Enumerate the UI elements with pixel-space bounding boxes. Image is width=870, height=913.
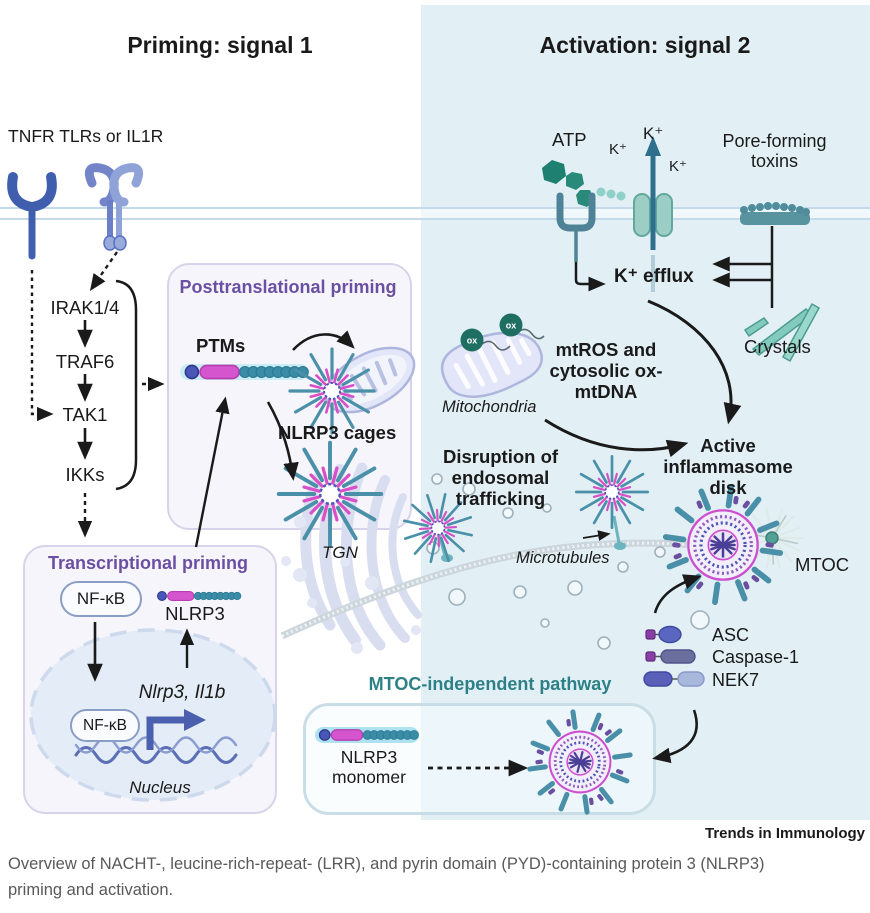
nlrp3-monomer-ptm-icon	[180, 364, 310, 380]
nlrp3-cage-tgn-icon	[276, 440, 384, 548]
nfkb-label: NF-κB	[76, 589, 126, 608]
potassium-channel-icon	[633, 136, 673, 292]
cascade-tak1: TAK1	[62, 404, 108, 425]
mtros-arrow	[544, 418, 689, 458]
nlrp3-cages-label: NLRP3 cages	[278, 422, 397, 443]
nfkb-nucleus-label: NF-κB	[83, 716, 127, 734]
nlrp3-monomer-label: NLRP3 monomer	[332, 747, 406, 787]
atp-receptor-icon	[556, 192, 596, 262]
journal-name: Trends in Immunology	[704, 825, 865, 842]
nfkb-pill: NF-κB	[60, 581, 142, 617]
mtros-label: mtROS and cytosolic ox-mtDNA	[549, 339, 663, 402]
svg-text:ox: ox	[467, 336, 478, 346]
k-label-2: K⁺	[643, 124, 664, 143]
crystals-label: Crystals	[744, 336, 811, 357]
legend-asc-label: ASC	[712, 625, 750, 645]
mtoc-independent-arrows	[428, 709, 698, 777]
nlrp3-monomer-transcription-icon	[157, 591, 242, 601]
atp-label: ATP	[552, 129, 587, 150]
posttranslational-title: Posttranslational priming	[179, 277, 397, 297]
inflammasome-disk-mtoc-independent-icon	[519, 701, 640, 822]
mtoc-label: MTOC	[795, 554, 850, 575]
receptors-label: TNFR TLRs or IL1R	[8, 126, 164, 146]
microtubules-label: Microtubules	[516, 549, 610, 567]
disruption-label: Disruption of endosomal trafficking	[442, 446, 559, 509]
microtubule	[280, 530, 693, 640]
svg-text:ox: ox	[506, 321, 517, 331]
nucleus	[29, 628, 277, 802]
genes-label: Nlrp3, Il1b	[138, 682, 226, 703]
ptm-arrows	[194, 330, 355, 548]
tnfr-receptor-icon	[7, 172, 57, 260]
nlrp3-label: NLRP3	[165, 603, 225, 624]
mitochondria-label: Mitochondria	[442, 398, 537, 416]
cascade-irak: IRAK1/4	[50, 297, 120, 318]
activation-title: Activation: signal 2	[539, 32, 751, 58]
legend-to-disk-arrow	[653, 574, 702, 614]
tgn-label: TGN	[322, 543, 358, 562]
ptms-label: PTMs	[196, 335, 246, 356]
nlrp3-cage-track1-icon	[395, 485, 481, 571]
nek7-glyph-icon	[643, 671, 705, 687]
k-label-3: K⁺	[669, 158, 687, 175]
tlr-il1r-receptor-icon	[84, 163, 144, 251]
k-label-1: K⁺	[609, 141, 627, 158]
cascade-arrows	[30, 251, 165, 538]
figure-caption: Overview of NACHT-, leucine-rich-repeat-…	[8, 855, 765, 899]
nlrp3-monomer-mtoc-icon	[315, 727, 420, 743]
caspase1-glyph-icon	[645, 649, 696, 664]
priming-title: Priming: signal 1	[127, 32, 313, 58]
mitochondria-icon: ox ox	[440, 313, 545, 398]
mtoc-independent-title: MTOC-independent pathway	[368, 674, 612, 694]
legend-caspase1-label: Caspase-1	[712, 647, 800, 667]
pore-forming-toxin-icon	[740, 202, 810, 225]
transcription-arrows	[87, 622, 195, 682]
crystals-icon	[743, 302, 821, 363]
endosome-vesicles	[426, 473, 710, 650]
nucleus-label: Nucleus	[129, 778, 191, 797]
nfkb-nucleus-pill: NF-κB	[70, 709, 140, 742]
pore-forming-toxins-label: Pore-forming toxins	[722, 131, 827, 172]
asc-glyph-icon	[645, 625, 682, 644]
k-efflux-label: K⁺ efflux	[614, 266, 694, 287]
nlrp3-cage-track2-icon	[574, 454, 650, 550]
cascade-ikks: IKKs	[65, 464, 105, 485]
active-disk-label: Active inflammasome disk	[663, 435, 793, 498]
transcription-start-arrow-icon	[146, 709, 206, 750]
atp-molecule-icon	[542, 160, 626, 207]
k-efflux-arrows	[574, 226, 774, 425]
cascade-traf6: TRAF6	[55, 351, 115, 372]
transcriptional-title: Transcriptional priming	[47, 553, 249, 573]
legend-nek7-label: NEK7	[712, 670, 760, 690]
